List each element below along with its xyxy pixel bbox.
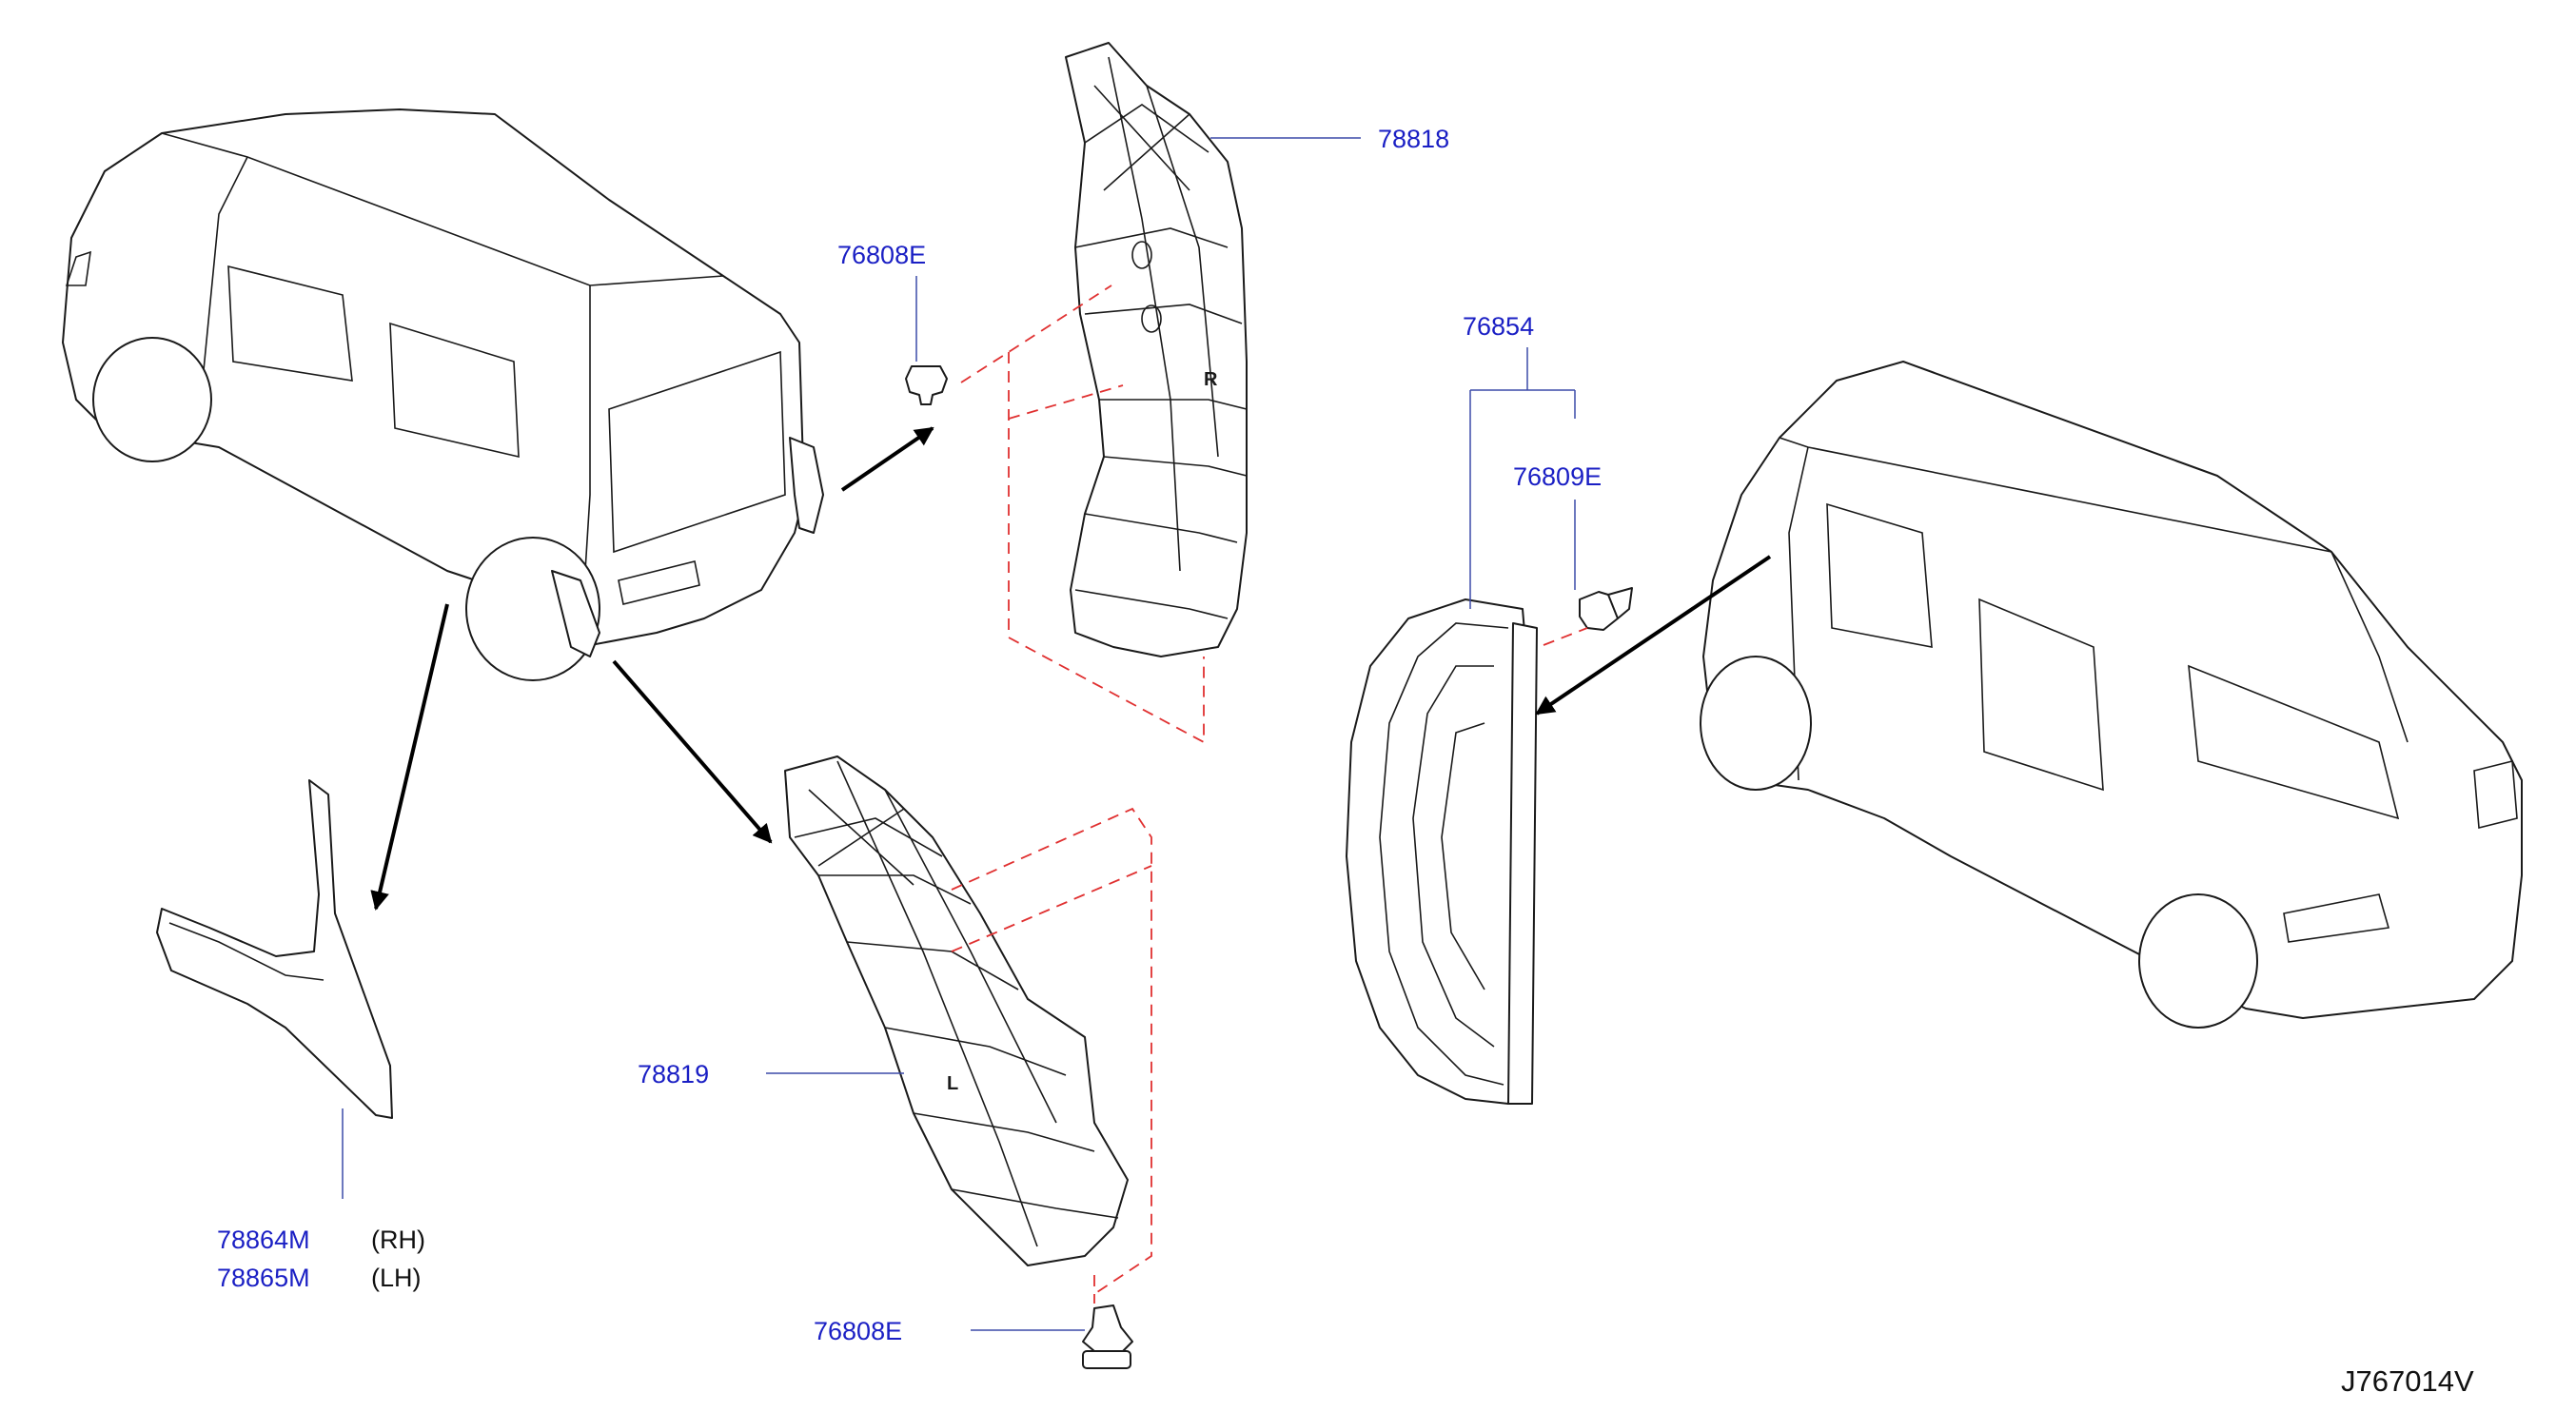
callout-76808e-bottom: 76808E	[814, 1317, 902, 1345]
clip-76808e-bottom	[1082, 1304, 1133, 1369]
direction-arrows	[370, 426, 1772, 911]
callout-76854: 76854	[1463, 312, 1534, 341]
leader-lines	[342, 137, 1576, 1331]
alignment-lines	[951, 284, 1588, 1304]
vehicle-front-view	[1700, 361, 2523, 1029]
callout-78865m-side: (LH)	[371, 1264, 422, 1292]
garnish	[156, 779, 393, 1119]
callout-76809e: 76809E	[1513, 462, 1602, 491]
vehicle-rear-view	[62, 108, 824, 681]
part-mark-r: R	[1204, 369, 1218, 390]
callout-78819: 78819	[638, 1060, 709, 1088]
callout-78818: 78818	[1378, 125, 1449, 153]
callout-76808e-top: 76808E	[837, 241, 926, 269]
protector-rh: R	[1065, 42, 1248, 657]
protector-lh: L	[784, 755, 1129, 1266]
clip-76808e-top	[905, 365, 948, 405]
clip-76809e	[1579, 587, 1633, 631]
callout-78865m: 78865M	[217, 1264, 310, 1292]
mud-guard-panel	[1346, 598, 1538, 1105]
callout-78864m: 78864M	[217, 1226, 310, 1254]
callout-78864m-side: (RH)	[371, 1226, 425, 1254]
diagram-code: J767014V	[2341, 1364, 2474, 1398]
part-mark-l: L	[947, 1073, 958, 1094]
